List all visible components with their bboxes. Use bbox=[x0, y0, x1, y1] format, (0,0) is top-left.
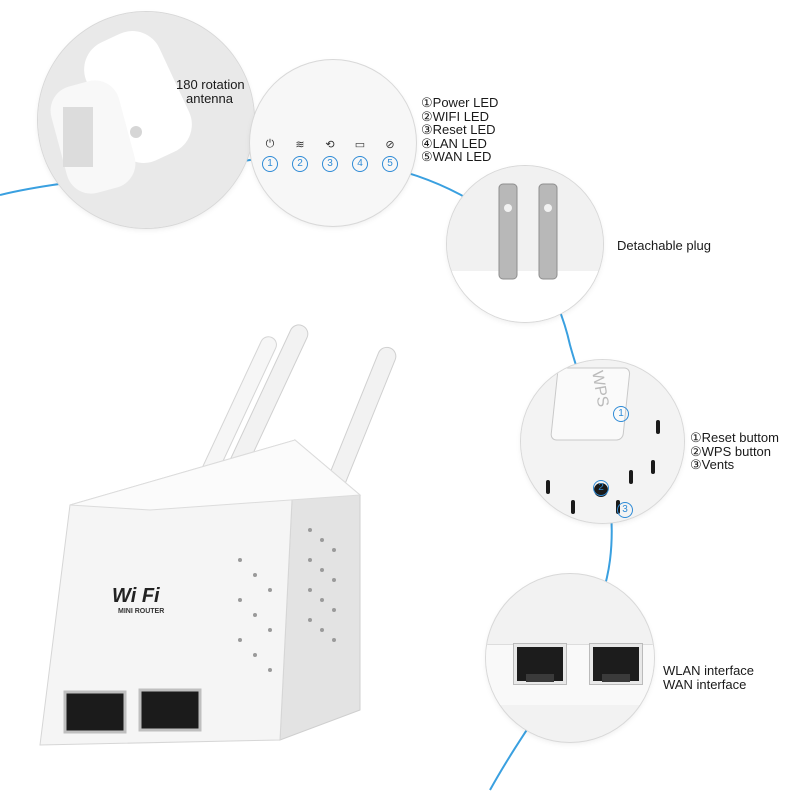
antenna-label-line1: 180 rotation bbox=[176, 77, 245, 92]
led-legend-reset: ③Reset LED bbox=[421, 122, 496, 137]
buttons-image bbox=[521, 360, 684, 523]
wan-icon: ⊘ bbox=[385, 139, 395, 151]
button-number-2: 2 bbox=[593, 480, 609, 496]
ports-detail-circle bbox=[486, 574, 654, 742]
antenna-label-line2: antenna bbox=[186, 91, 233, 106]
reset-icon: ⟲ bbox=[325, 139, 335, 151]
button-legend-vents: ③Vents bbox=[690, 457, 735, 472]
router-device-image bbox=[39, 324, 397, 746]
wlan-port bbox=[514, 644, 566, 684]
power-icon: ⏻ bbox=[265, 138, 275, 150]
ports-label: WLAN interface WAN interface bbox=[663, 664, 754, 692]
led-number-3: 3 bbox=[322, 156, 338, 172]
plug-image bbox=[447, 166, 603, 322]
button-legend-wps: ②WPS button bbox=[690, 443, 772, 459]
led-detail-circle: ⏻ ≋ ⟲ ▭ ⊘ 1 2 3 4 5 bbox=[250, 60, 416, 226]
button-number-3: 3 bbox=[617, 502, 633, 518]
plug-detail-circle bbox=[447, 166, 603, 322]
led-legend: ①Power LED ②WIFI LED ③Reset LED ④LAN LED… bbox=[421, 96, 498, 164]
antenna-hinge-image bbox=[38, 12, 254, 228]
led-number-4: 4 bbox=[352, 156, 368, 172]
ports-label-wan: WAN interface bbox=[663, 677, 747, 692]
button-legend-reset: ①Reset buttom bbox=[690, 430, 779, 445]
device-wifi-logo: Wi Fi bbox=[112, 585, 160, 607]
led-number-2: 2 bbox=[292, 156, 308, 172]
led-legend-lan: ④LAN LED bbox=[421, 135, 487, 151]
antenna-label: 180 rotation antenna bbox=[176, 78, 245, 106]
lan-icon: ▭ bbox=[354, 139, 366, 151]
button-number-1: 1 bbox=[613, 406, 629, 422]
wifi-icon: ≋ bbox=[295, 139, 305, 151]
antenna-detail-circle bbox=[38, 12, 254, 228]
device-mini-router-text: MINI ROUTER bbox=[118, 608, 165, 615]
button-legend: ①Reset buttom ②WPS button ③Vents bbox=[690, 431, 779, 472]
wan-port bbox=[590, 644, 642, 684]
led-number-1: 1 bbox=[262, 156, 278, 172]
buttons-detail-circle: WPS 1 2 3 bbox=[521, 360, 684, 523]
led-legend-power: ①Power LED bbox=[421, 95, 499, 110]
led-legend-wan: ⑤WAN LED bbox=[421, 149, 492, 164]
led-number-5: 5 bbox=[382, 156, 398, 172]
led-legend-wifi: ②WIFI LED bbox=[421, 108, 489, 124]
plug-label: Detachable plug bbox=[617, 238, 711, 253]
ports-label-wlan: WLAN interface bbox=[663, 663, 755, 678]
